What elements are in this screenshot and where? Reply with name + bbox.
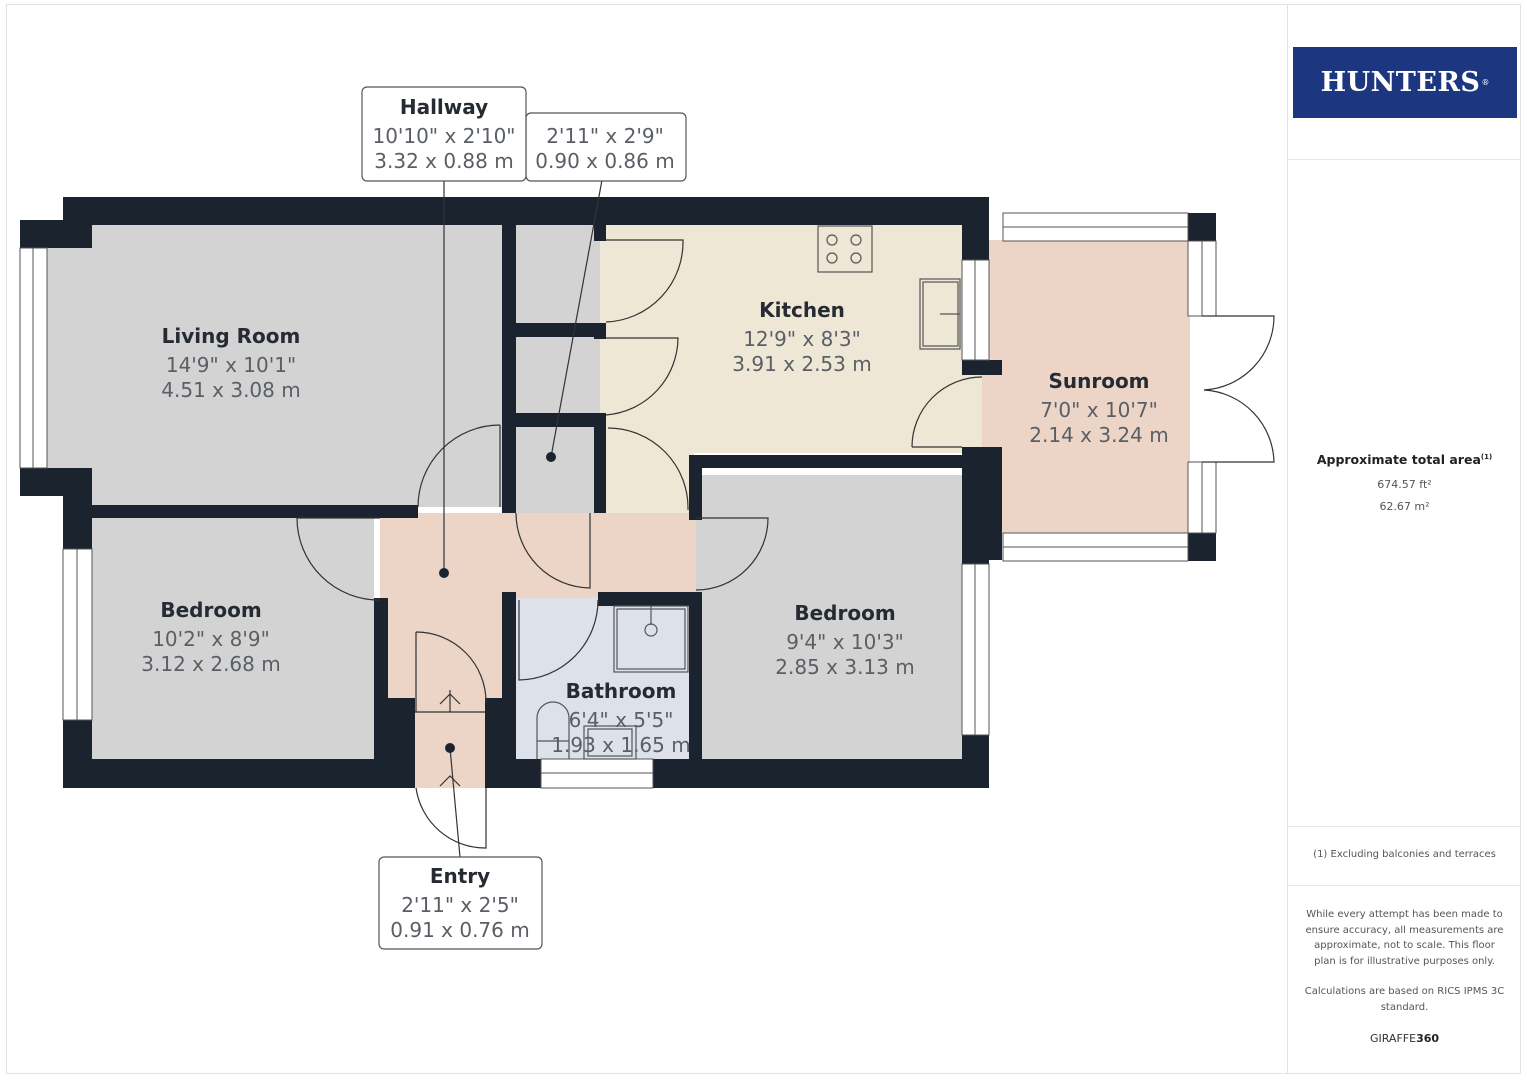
leader-lines — [443, 179, 603, 858]
sunroom-floor — [982, 240, 1190, 533]
walls — [20, 197, 1216, 788]
room-name: Bathroom — [566, 679, 677, 703]
room-kitchen: Kitchen 12'9" x 8'3" 3.91 x 2.53 m — [732, 298, 871, 376]
hob — [817, 225, 873, 273]
bedroom-2-door-floor — [696, 518, 716, 598]
room-metric: 2.14 x 3.24 m — [1029, 423, 1168, 447]
logo-text: HUNTERS — [1320, 67, 1481, 98]
room-imperial: 7'0" x 10'7" — [1040, 398, 1158, 422]
area-title-note: (1) — [1480, 452, 1493, 461]
living-room-bay — [47, 248, 92, 468]
credit-prefix: GIRAFFE — [1369, 1032, 1417, 1045]
room-name: Kitchen — [759, 298, 845, 322]
callout-hallway: Hallway 10'10" x 2'10" 3.32 x 0.88 m — [361, 86, 687, 182]
room-name: Living Room — [162, 324, 301, 348]
callout-metric: 3.32 x 0.88 m — [374, 149, 513, 173]
kitchen-floor — [600, 225, 962, 453]
page-frame — [6, 4, 1521, 1074]
disclaimer-text: While every attempt has been made to ens… — [1305, 909, 1504, 967]
room-bedroom-2: Bedroom 9'4" x 10'3" 2.85 x 3.13 m — [775, 601, 914, 679]
room-metric: 3.91 x 2.53 m — [732, 352, 871, 376]
area-footnote: (1) Excluding balconies and terraces — [1313, 849, 1496, 860]
callout-imperial: 10'10" x 2'10" — [372, 124, 515, 148]
giraffe360-credit: GIRAFFE360 — [1288, 1032, 1521, 1045]
room-bedroom-1: Bedroom 10'2" x 8'9" 3.12 x 2.68 m — [141, 598, 280, 676]
divider — [1288, 885, 1521, 886]
callout-cupboard: 2'11" x 2'9" 0.90 x 0.86 m — [535, 124, 674, 173]
hallway-floor-lower — [388, 598, 504, 698]
bedroom-2-floor — [702, 475, 962, 759]
windows — [19, 212, 1217, 789]
info-sidebar: HUNTERS® Approximate total area(1) 674.5… — [1287, 4, 1521, 1074]
room-living: Living Room 14'9" x 10'1" 4.51 x 3.08 m — [161, 324, 300, 402]
callout-metric: 0.91 x 0.76 m — [390, 918, 529, 942]
bedroom-1-floor — [92, 517, 374, 759]
room-metric: 1.93 x 1.65 m — [551, 733, 690, 757]
area-sqft: 674.57 ft² — [1377, 478, 1432, 491]
room-name: Bedroom — [794, 601, 895, 625]
callout-imperial: 2'11" x 2'5" — [401, 893, 519, 917]
room-metric: 4.51 x 3.08 m — [161, 378, 300, 402]
bathroom-floor — [516, 598, 696, 759]
divider — [1288, 826, 1521, 827]
callout-metric: 0.90 x 0.86 m — [535, 149, 674, 173]
callout-entry: Entry 2'11" x 2'5" 0.91 x 0.76 m — [378, 856, 543, 950]
door-swings — [296, 239, 1275, 849]
area-title-text: Approximate total area — [1316, 452, 1481, 467]
callout-imperial: 2'11" x 2'9" — [546, 124, 664, 148]
room-imperial: 9'4" x 10'3" — [786, 630, 904, 654]
living-room-floor — [92, 225, 504, 507]
fixtures — [536, 225, 961, 760]
room-imperial: 10'2" x 8'9" — [152, 627, 270, 651]
room-imperial: 12'9" x 8'3" — [743, 327, 861, 351]
registered-mark-icon: ® — [1481, 78, 1490, 87]
room-bathroom: Bathroom 6'4" x 5'5" 1.93 x 1.65 m — [551, 679, 690, 757]
room-imperial: 14'9" x 10'1" — [166, 353, 296, 377]
calculation-note: Calculations are based on RICS IPMS 3C s… — [1304, 986, 1505, 1013]
room-metric: 2.85 x 3.13 m — [775, 655, 914, 679]
leader-dots — [439, 452, 556, 753]
credit-suffix: 360 — [1416, 1032, 1440, 1045]
floor-plan: Living Room 14'9" x 10'1" 4.51 x 3.08 m … — [19, 86, 1275, 950]
callout-name: Hallway — [400, 95, 488, 119]
toilet — [536, 701, 570, 759]
hallway-floor — [380, 513, 696, 598]
hunters-logo: HUNTERS® — [1293, 47, 1517, 118]
room-sunroom: Sunroom 7'0" x 10'7" 2.14 x 3.24 m — [1029, 369, 1168, 447]
room-name: Sunroom — [1048, 369, 1149, 393]
area-title: Approximate total area(1) — [1288, 452, 1521, 467]
logo-section: HUNTERS® — [1288, 4, 1521, 160]
kitchen-floor-lower — [606, 427, 694, 513]
cupboard-lower-floor — [516, 427, 594, 513]
cupboard-middle-floor — [516, 337, 600, 415]
cupboard-upper-floor — [516, 225, 600, 325]
room-imperial: 6'4" x 5'5" — [569, 708, 674, 732]
basin — [583, 725, 637, 760]
callout-name: Entry — [430, 864, 490, 888]
entry-arrows — [439, 693, 461, 787]
room-metric: 3.12 x 2.68 m — [141, 652, 280, 676]
area-sqm: 62.67 m² — [1379, 500, 1430, 513]
room-name: Bedroom — [160, 598, 261, 622]
